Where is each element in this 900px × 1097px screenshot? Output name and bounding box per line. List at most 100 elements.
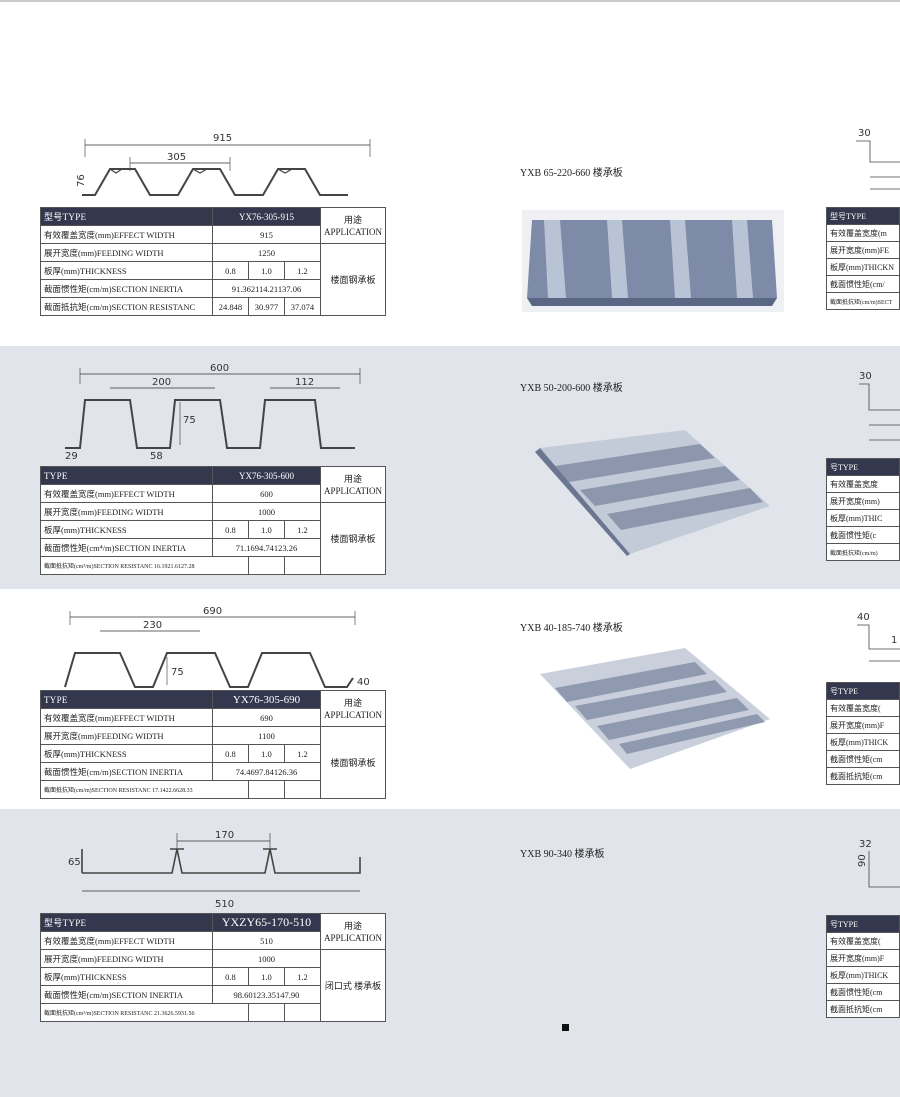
right-table-1: 型号TYPE 有效覆盖宽度(m 展开宽度(mm)FE 板厚(mm)THICKN … [826, 207, 900, 310]
product-caption: YXB 90-340 楼承板 [520, 849, 605, 860]
dim-height: 76 [76, 174, 87, 187]
application-value: 楼面钢承板 [319, 243, 387, 316]
model-value: YX76-305-915 [212, 207, 321, 226]
product-photo-1 [522, 210, 784, 312]
effect-width-label: 有效覆盖宽度(mm)EFFECT WIDTH [40, 484, 213, 503]
application-value: 楼面钢承板 [319, 726, 387, 799]
type-label: 型号TYPE [40, 207, 213, 226]
model-value: YXZY65-170-510 [212, 913, 321, 932]
effect-width-value: 600 [212, 484, 321, 503]
bullet-marker [562, 1024, 569, 1031]
profile-diagram-2: 600 200 112 75 58 29 [65, 363, 361, 460]
thickness-value: 1.2 [283, 744, 321, 763]
thickness-value: 0.8 [212, 520, 249, 539]
top-border [0, 0, 900, 2]
resistance-value: 30.977 [247, 297, 285, 316]
resistance-value: 37.074 [283, 297, 321, 316]
application-value: 楼面钢承板 [319, 502, 387, 575]
thickness-label: 板厚(mm)THICKNESS [40, 520, 213, 539]
resistance-value: 24.848 [212, 297, 249, 316]
thickness-value: 1.2 [283, 520, 321, 539]
type-label: TYPE [40, 466, 213, 485]
dim-top: 112 [295, 377, 314, 388]
effect-width-label: 有效覆盖宽度(mm)EFFECT WIDTH [40, 931, 213, 950]
thickness-label: 板厚(mm)THICKNESS [40, 744, 213, 763]
dim-height: 75 [171, 667, 184, 678]
thickness-value: 1.0 [247, 967, 285, 986]
type-label: 型号TYPE [40, 913, 213, 932]
product-photo-3 [540, 648, 770, 769]
model-value: YX76-305-600 [212, 466, 321, 485]
right-profile-3: 40 1 [857, 612, 900, 662]
inertia-value: 74.4697.84126.36 [212, 762, 321, 781]
effect-width-value: 915 [212, 225, 321, 244]
thickness-value: 1.2 [283, 967, 321, 986]
inertia-label: 截面惯性矩(cm/m)SECTION INERTIA [40, 279, 213, 298]
dim-total: 600 [210, 363, 229, 374]
resistance-label: 截面抵抗矩(cm/m)SECTION RESISTANC [40, 297, 213, 316]
effect-width-label: 有效覆盖宽度(mm)EFFECT WIDTH [40, 708, 213, 727]
application-value: 闭口式 楼承板 [319, 949, 387, 1022]
dim-height: 65 [68, 857, 81, 868]
feeding-width-value: 1000 [212, 949, 321, 968]
thickness-value: 1.2 [283, 261, 321, 280]
right-table-3: 号TYPE 有效覆盖宽度( 展开宽度(mm)F 板厚(mm)THICK 截面惯性… [826, 682, 900, 785]
dim-flange: 29 [65, 451, 78, 460]
dim-pitch: 170 [215, 830, 234, 841]
feeding-width-label: 展开宽度(mm)FEEDING WIDTH [40, 243, 213, 262]
inertia-value: 98.60123.35147.90 [212, 985, 321, 1004]
product-photo-2 [535, 430, 770, 556]
profile-diagram-4: 170 65 510 [68, 830, 361, 910]
svg-text:30: 30 [858, 128, 871, 139]
resistance-row: 截面抵抗矩(cm/m)SECTION RESISTANC 17.1422.662… [40, 780, 249, 799]
right-profile-4: 32 90 [857, 839, 900, 888]
right-table-2: 号TYPE 有效覆盖宽度 展开宽度(mm) 板厚(mm)THIC 截面惯性矩(c… [826, 458, 900, 561]
thickness-label: 板厚(mm)THICKNESS [40, 261, 213, 280]
dim-total: 510 [215, 899, 234, 910]
thickness-value: 1.0 [247, 261, 285, 280]
inertia-label: 截面惯性矩(cm/m)SECTION INERTIA [40, 985, 213, 1004]
thickness-value: 0.8 [212, 967, 249, 986]
inertia-label: 截面惯性矩(cm/m)SECTION INERTIA [40, 762, 213, 781]
feeding-width-value: 1000 [212, 502, 321, 521]
inertia-label: 截面惯性矩(cm⁴/m)SECTION INERTIA [40, 538, 213, 557]
product-caption: YXB 50-200-600 楼承板 [520, 383, 623, 394]
resistance-row: 截面抵抗矩(cm³/m)SECTION RESISTANC 21.3626.59… [40, 1003, 249, 1022]
dim-total: 915 [213, 133, 232, 144]
profile-diagram-3: 690 230 75 40 [64, 606, 370, 688]
effect-width-value: 510 [212, 931, 321, 950]
right-profile-1: 30 [856, 128, 900, 190]
dim-height: 75 [183, 415, 196, 426]
feeding-width-label: 展开宽度(mm)FEEDING WIDTH [40, 502, 213, 521]
dim-pitch: 200 [152, 377, 171, 388]
dim-total: 690 [203, 606, 222, 617]
resistance-row: 截面抵抗矩(cm³/m)SECTION RESISTANC 16.1921.61… [40, 556, 249, 575]
svg-text:30: 30 [859, 371, 872, 382]
profile-diagram-1: 915 305 76 [76, 133, 371, 196]
dim-edge: 40 [357, 677, 370, 688]
effect-width-value: 690 [212, 708, 321, 727]
dim-pitch: 305 [167, 152, 186, 163]
product-section-2: 600 200 112 75 58 29 TYPE YX76-305-600 用… [0, 346, 900, 589]
thickness-value: 0.8 [212, 744, 249, 763]
product-caption: YXB 40-185-740 楼承板 [520, 623, 623, 634]
effect-width-label: 有效覆盖宽度(mm)EFFECT WIDTH [40, 225, 213, 244]
product-caption: YXB 65-220-660 楼承板 [520, 168, 623, 179]
svg-text:32: 32 [859, 839, 872, 850]
feeding-width-label: 展开宽度(mm)FEEDING WIDTH [40, 726, 213, 745]
svg-text:90: 90 [857, 854, 868, 867]
thickness-value: 0.8 [212, 261, 249, 280]
svg-text:40: 40 [857, 612, 870, 623]
svg-text:1: 1 [891, 635, 897, 646]
thickness-label: 板厚(mm)THICKNESS [40, 967, 213, 986]
